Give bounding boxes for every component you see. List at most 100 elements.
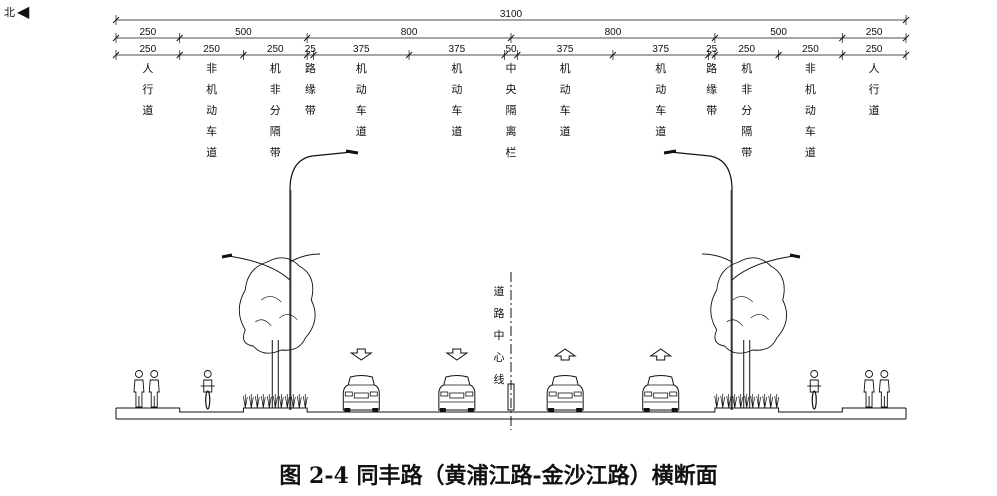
lane-name-char: 车	[655, 103, 666, 117]
lane-width-label: 25	[706, 44, 718, 55]
pedestrian	[133, 370, 145, 408]
left-arrow-icon: ◀	[17, 2, 30, 21]
lane-name-char: 道	[869, 103, 880, 117]
lane-width-label: 375	[557, 44, 574, 55]
street-light-left	[221, 149, 359, 410]
lane-name-char: 动	[560, 83, 571, 96]
road-elements	[133, 149, 890, 412]
lane-name-char: 隔	[741, 125, 752, 138]
figure-caption: 图 2-4 同丰路（黄浦江路-金沙江路）横断面	[279, 463, 718, 489]
lane-name-char: 道	[142, 103, 153, 117]
lane-name-char: 机	[206, 82, 217, 96]
lane-width-label: 250	[738, 44, 755, 55]
car-icon	[342, 375, 380, 412]
lane-name-char: 车	[206, 124, 217, 138]
tree-right	[710, 257, 788, 409]
lane-width-label: 50	[505, 44, 517, 55]
lane-name-char: 缘	[305, 83, 316, 96]
group-width-label: 800	[605, 27, 622, 38]
lane-name-char: 行	[869, 83, 880, 96]
lane-name-char: 动	[206, 104, 217, 117]
down-arrow-icon	[349, 348, 373, 361]
tree-left	[238, 257, 316, 409]
lane-name-char: 缘	[706, 83, 717, 96]
lane-name-char: 车	[805, 124, 816, 138]
centerline-label-char: 路	[494, 307, 505, 320]
cyclist	[807, 370, 822, 410]
lane-name-char: 栏	[506, 145, 517, 159]
car-icon	[642, 375, 680, 412]
centerline-label-char: 心	[494, 351, 505, 364]
lane-name-char: 中	[506, 62, 517, 75]
lane-width-label: 375	[353, 44, 370, 55]
lane-name-char: 机	[451, 61, 462, 75]
pedestrian	[863, 370, 875, 408]
lane-name-char: 行	[142, 83, 153, 96]
lane-name-char: 动	[805, 104, 816, 117]
lane-name-char: 道	[356, 124, 367, 138]
street-light-right	[663, 149, 801, 410]
lane-name-char: 动	[356, 83, 367, 96]
group-width-label: 500	[770, 27, 787, 38]
lane-name-char: 道	[655, 124, 666, 138]
lane-name-char: 隔	[506, 104, 517, 117]
group-width-label: 500	[235, 27, 252, 38]
lane-name-char: 分	[270, 104, 281, 117]
lane-name-char: 非	[805, 62, 816, 75]
lane-name-char: 路	[706, 62, 717, 75]
down-arrow-icon	[445, 348, 469, 361]
centerline-label-char: 线	[494, 372, 505, 386]
lane-name-char: 非	[741, 83, 752, 96]
lane-name-char: 人	[869, 62, 880, 75]
lane-name-char: 机	[655, 61, 666, 75]
centerline-label-char: 中	[494, 329, 505, 342]
lane-width-label: 375	[652, 44, 669, 55]
north-indicator: 北 ◀	[4, 4, 29, 20]
lane-width-label: 25	[305, 44, 317, 55]
lane-name-char: 非	[206, 62, 217, 75]
lane-width-label: 250	[203, 44, 220, 55]
lane-width-label: 250	[802, 44, 819, 55]
lane-name-char: 隔	[270, 125, 281, 138]
lane-name-char: 带	[270, 146, 281, 159]
lane-name-char: 央	[506, 83, 517, 96]
median-barrier	[507, 383, 515, 411]
lane-width-label: 250	[267, 44, 284, 55]
lane-name-char: 机	[270, 61, 281, 75]
lane-name-char: 机	[356, 61, 367, 75]
lane-name-char: 带	[741, 146, 752, 159]
group-width-label: 250	[140, 27, 157, 38]
pedestrian	[148, 370, 160, 408]
lane-name-char: 机	[805, 82, 816, 96]
lane-name-char: 路	[305, 62, 316, 75]
centerline-label-char: 道	[494, 284, 505, 298]
up-arrow-icon	[649, 348, 673, 361]
lane-name-char: 动	[451, 83, 462, 96]
lane-name-char: 分	[741, 104, 752, 117]
lane-name-char: 带	[305, 104, 316, 117]
lane-name-char: 机	[560, 61, 571, 75]
lane-name-char: 车	[560, 103, 571, 117]
lane-labels: 人行道非机动车道机非分隔带路缘带机动车道机动车道中央隔离栏机动车道机动车道路缘带…	[142, 61, 879, 159]
lane-name-char: 道	[560, 124, 571, 138]
lane-name-char: 带	[706, 104, 717, 117]
lane-name-char: 道	[805, 145, 816, 159]
lane-name-char: 动	[655, 83, 666, 96]
lane-width-label: 375	[449, 44, 466, 55]
lane-name-char: 道	[206, 145, 217, 159]
lane-name-char: 车	[356, 103, 367, 117]
lane-name-char: 车	[451, 103, 462, 117]
north-label: 北	[4, 6, 15, 19]
group-width-label: 800	[401, 27, 418, 38]
lane-width-label: 250	[866, 44, 883, 55]
up-arrow-icon	[553, 348, 577, 361]
lane-name-char: 机	[741, 61, 752, 75]
lane-name-char: 非	[270, 83, 281, 96]
pedestrian	[878, 370, 890, 408]
lane-name-char: 离	[506, 124, 517, 138]
car-icon	[546, 375, 584, 412]
car-icon	[438, 375, 476, 412]
